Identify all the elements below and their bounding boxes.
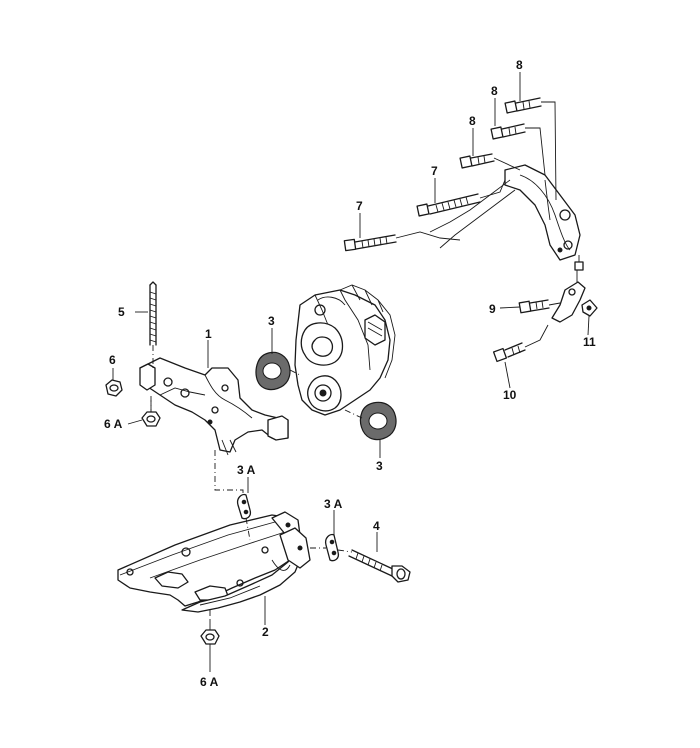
callout-9: 9 [489,302,496,316]
callout-6a-bottom: 6 A [200,675,219,689]
callout-2: 2 [262,625,269,639]
callout-3a-left: 3 A [237,463,256,477]
transmission-housing [429,164,584,285]
stud-5 [149,281,157,346]
gasket-3-bottom [359,401,397,441]
mount-bracket-1 [139,357,289,456]
gasket-3-top [255,351,291,391]
bracket-upper-right [548,281,586,323]
assembly-lines [150,345,363,620]
washer-3a-right [324,533,340,562]
callout-4: 4 [373,519,380,533]
callout-7-lower: 7 [356,199,363,213]
callout-labels: 1 2 3 3 3 A 3 A 4 5 6 6 A 6 A 7 7 8 8 8 … [104,58,596,689]
callout-8-c: 8 [516,58,523,72]
gearbox-end [294,284,396,416]
callout-11: 11 [583,335,596,349]
washer-3a-left [236,493,252,520]
bolt-9 [518,299,550,314]
callout-3-bottom: 3 [376,459,383,473]
nut-6a-bottom [200,620,220,645]
bolt-8-a [459,153,521,171]
bolt-7-upper [416,179,506,217]
callout-7-upper: 7 [431,164,438,178]
washer-11 [581,299,598,317]
leader-lines [112,72,590,672]
callout-5: 5 [118,305,125,319]
nut-6a-left [141,400,161,427]
callout-1: 1 [205,327,212,341]
bolt-8-c [504,97,557,201]
callout-3-top: 3 [268,314,275,328]
callout-10: 10 [503,388,517,402]
callout-6a-left: 6 A [104,417,123,431]
callout-8-a: 8 [469,114,476,128]
callout-6: 6 [109,353,116,367]
bolt-8-b [490,123,546,176]
callout-8-b: 8 [491,84,498,98]
nut-6 [105,379,123,397]
bolt-10 [492,324,549,363]
bolt-4 [348,549,411,583]
bolt-7-lower [343,231,461,252]
callout-3a-right: 3 A [324,497,343,511]
crossmember-2 [117,511,311,613]
